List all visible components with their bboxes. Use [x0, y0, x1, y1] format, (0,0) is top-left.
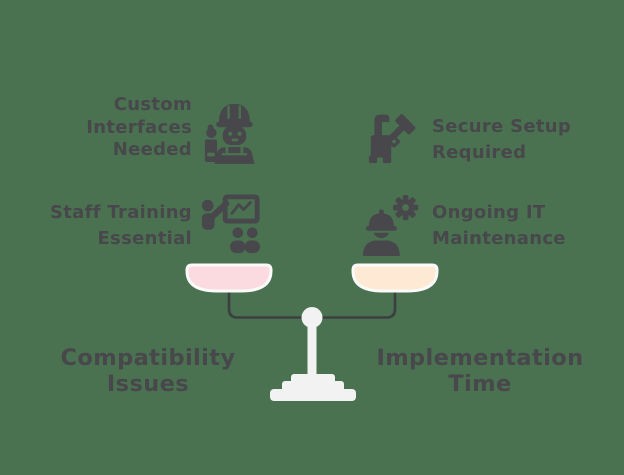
- factor-line: Interfaces: [86, 116, 192, 138]
- training-presentation-icon: [201, 194, 261, 254]
- factor-line: Needed: [112, 139, 192, 160]
- right-side-label: Implementation Time: [376, 345, 584, 397]
- engineer-worker-icon: [204, 103, 255, 164]
- scale-pole: [307, 320, 317, 380]
- factor-line: Ongoing IT: [432, 202, 546, 223]
- factor-line: Maintenance: [432, 228, 566, 249]
- factor-ongoing-maintenance-label: Ongoing IT Maintenance: [432, 200, 617, 252]
- gear-icon: [392, 194, 419, 221]
- factor-staff-training-label: Staff Training Essential: [22, 200, 192, 252]
- left-pan: [185, 263, 273, 293]
- factor-line: Essential: [97, 228, 192, 249]
- factor-line: Secure Setup: [432, 116, 572, 137]
- installation-tools-icon: [368, 114, 416, 164]
- factor-secure-setup-label: Secure Setup Required: [432, 114, 607, 166]
- right-pan: [351, 263, 439, 293]
- factor-line: Required: [432, 142, 527, 163]
- scale-pivot: [301, 307, 323, 328]
- worker-gear-icon: [362, 194, 419, 256]
- factor-line: Staff Training: [49, 202, 192, 223]
- scale-base: [270, 374, 356, 401]
- factor-custom-interfaces-label: Custom Interfaces Needed: [22, 94, 192, 162]
- factor-line: Custom: [113, 94, 192, 115]
- left-side-label: Compatibility Issues: [60, 345, 236, 397]
